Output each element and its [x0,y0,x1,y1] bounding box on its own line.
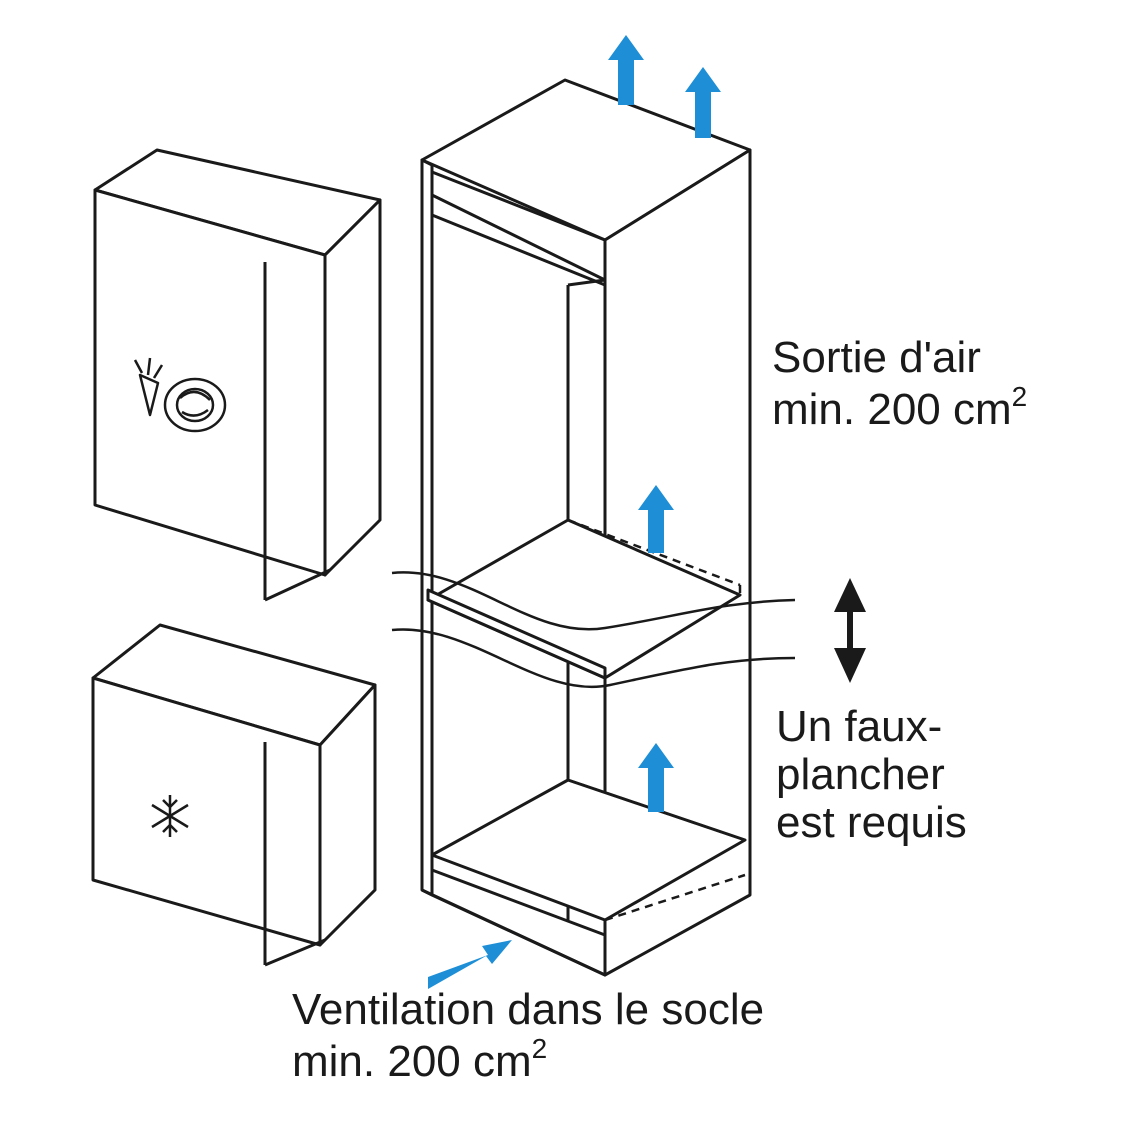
false-floor-label: Un faux- plancher est requis [776,702,967,847]
fridge-appliance [93,148,382,602]
carrot-icon [133,357,164,417]
air-outlet-label: Sortie d'air min. 200 cm2 [772,333,1028,434]
freezer-appliance [91,623,377,967]
up-arrow-icon [608,35,644,105]
right-arrow-icon [428,940,512,989]
double-arrow-icon [834,578,866,683]
break-lines [391,571,796,689]
plinth-ventilation-label: Ventilation dans le socle min. 200 cm2 [292,985,765,1086]
up-arrow-icon [638,485,674,553]
false-floor-shelf [426,518,742,680]
up-arrow-icon [685,67,721,138]
snowflake-icon [151,795,189,837]
cabbage-icon [163,377,227,433]
up-arrow-icon [638,743,674,812]
